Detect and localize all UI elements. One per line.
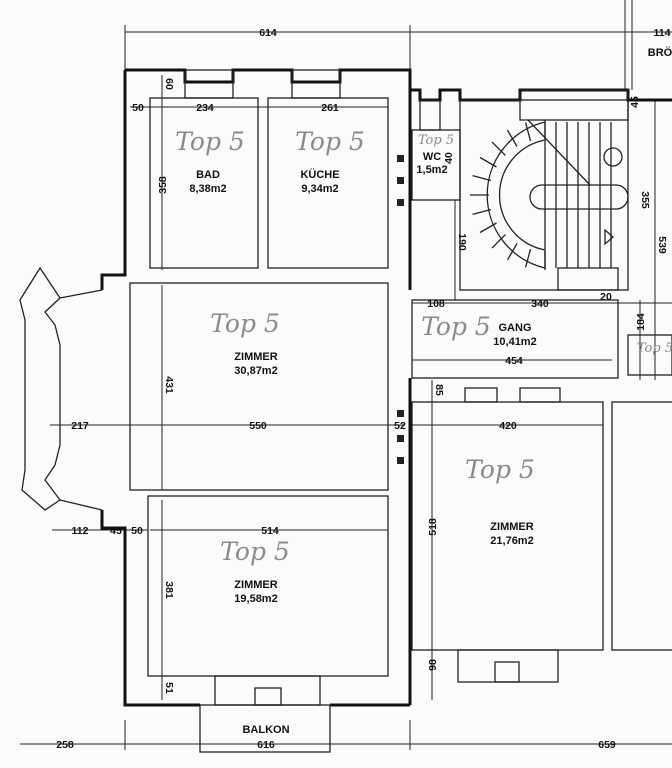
- stair-step: [506, 243, 518, 261]
- room-name-zimmer-bottom: ZIMMER: [234, 579, 277, 591]
- room-area-wc: 1,5m2: [416, 164, 447, 176]
- dim-label: 614: [259, 27, 277, 39]
- dim-label: 52: [394, 420, 406, 432]
- dim-label: 51: [163, 682, 175, 694]
- dim-label: 258: [56, 739, 74, 751]
- dim-label: 340: [531, 298, 549, 310]
- stair-step: [472, 174, 492, 182]
- unit-label-wc: Top 5: [418, 133, 454, 148]
- dim-label: 358: [157, 176, 169, 194]
- dim-label: 616: [257, 739, 275, 751]
- unit-label-zimmer-right: Top 5: [465, 455, 535, 484]
- unit-annotations: Top 5 Top 5 Top 5 Top 5 Top 5 Top 5 Top …: [175, 127, 672, 566]
- dim-label: 45: [629, 96, 641, 108]
- dim-label: 539: [656, 236, 668, 254]
- dimension-labels: 614 114 60 50 234 261 358 40 45 355 539 …: [56, 27, 670, 751]
- stair-step: [506, 129, 518, 147]
- room-name-balkon: BALKON: [242, 724, 289, 736]
- dim-label: 431: [163, 376, 175, 394]
- dim-label: 454: [505, 355, 523, 367]
- dim-label: 514: [261, 525, 279, 537]
- room-area-gang: 10,41m2: [493, 336, 536, 348]
- dim-label: 381: [163, 581, 175, 599]
- dim-label: 50: [131, 525, 143, 537]
- stair-step: [491, 234, 506, 249]
- room-area-zimmer-large: 30,87m2: [234, 365, 277, 377]
- dim-label: 234: [196, 102, 214, 114]
- dim-label: 217: [71, 420, 89, 432]
- room-labels: BAD 8,38m2 KÜCHE 9,34m2 WC 1,5m2 ZIMMER …: [189, 46, 672, 736]
- dim-label: 355: [639, 191, 651, 209]
- dim-label: 60: [163, 78, 175, 90]
- dim-label: 184: [635, 313, 647, 331]
- dim-label: 40: [443, 152, 455, 164]
- room-name-gang: GANG: [499, 322, 532, 334]
- room-name-kueche: KÜCHE: [300, 168, 339, 181]
- dim-label: 45: [110, 525, 122, 537]
- dim-label: 50: [132, 102, 144, 114]
- dim-label: 261: [321, 102, 339, 114]
- room-name-bad: BAD: [196, 169, 220, 181]
- dim-label: 518: [427, 518, 439, 536]
- dimension-lines: [20, 0, 672, 750]
- dim-label: 108: [427, 298, 445, 310]
- unit-label-gang: Top 5: [421, 312, 491, 341]
- dim-label: 98: [427, 659, 439, 671]
- dim-label: 20: [600, 291, 612, 303]
- dim-label: 659: [598, 739, 616, 751]
- room-area-kueche: 9,34m2: [301, 183, 338, 195]
- dim-label: 114: [654, 27, 671, 39]
- room-name-zimmer-right: ZIMMER: [490, 521, 533, 533]
- room-area-bad: 8,38m2: [189, 183, 226, 195]
- room-name-partial: BRÖ: [648, 46, 672, 59]
- room-name-wc: WC: [423, 151, 441, 163]
- walls: [19, 68, 672, 753]
- stair-step: [472, 208, 492, 216]
- room-area-zimmer-bottom: 19,58m2: [234, 593, 277, 605]
- unit-label-partial: Top 5: [637, 341, 672, 356]
- unit-label-zimmer-bottom: Top 5: [220, 537, 290, 566]
- staircase: [459, 89, 629, 291]
- stair-step: [524, 248, 532, 268]
- dim-label: 190: [456, 233, 468, 251]
- unit-label-bad: Top 5: [175, 127, 245, 156]
- stair-step: [524, 122, 532, 142]
- dim-label: 112: [72, 525, 89, 537]
- chimney-markers: [397, 155, 404, 464]
- unit-label-kueche: Top 5: [295, 127, 365, 156]
- stair-step: [491, 141, 506, 156]
- stair-step: [479, 222, 497, 234]
- room-area-zimmer-right: 21,76m2: [490, 535, 533, 547]
- dim-label: 85: [433, 384, 445, 396]
- stair-step: [479, 156, 497, 168]
- room-name-zimmer-large: ZIMMER: [234, 351, 277, 363]
- dim-label: 420: [499, 420, 517, 432]
- dim-label: 550: [249, 420, 267, 432]
- unit-label-zimmer-large: Top 5: [210, 309, 280, 338]
